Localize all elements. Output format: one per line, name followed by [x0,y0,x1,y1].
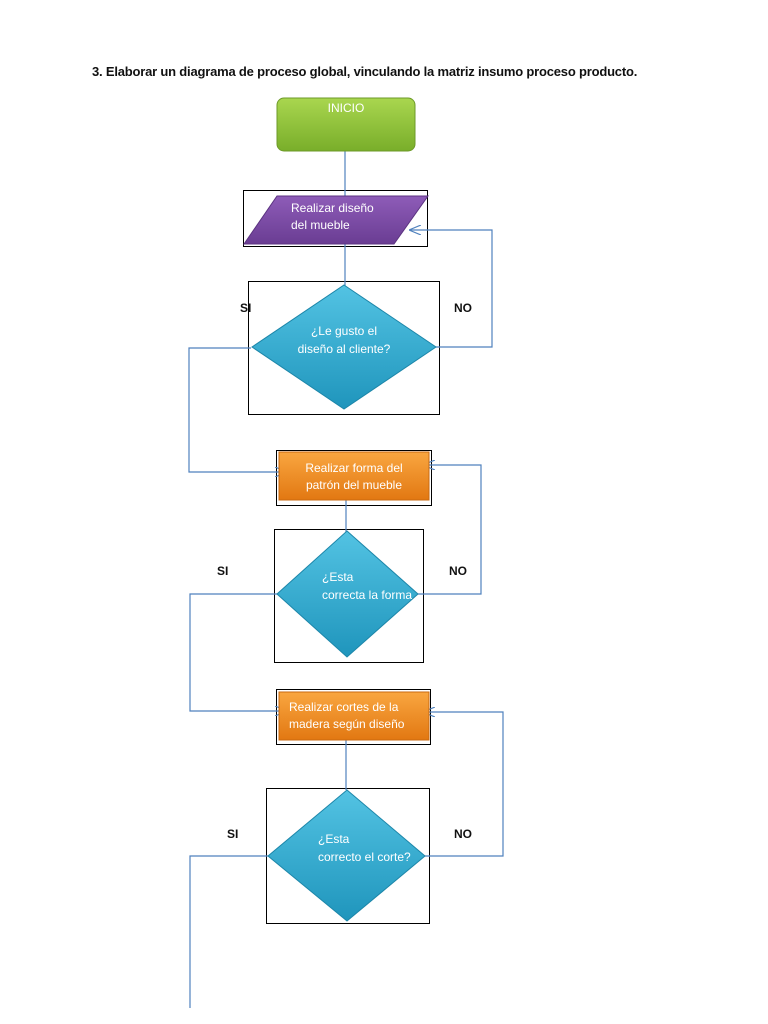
cut-node: Realizar cortes de la madera según diseñ… [278,691,430,741]
pattern-label-line-1: Realizar forma del [305,461,402,475]
design-label-line-1: Realizar diseño [291,201,374,215]
start-label: INICIO [328,101,365,115]
design-label-line-2: del mueble [291,218,350,232]
decision-3-label-line-1: ¿Esta [318,832,350,846]
decision-2-yes-label: SI [217,564,228,578]
decision-1-yes-label: SI [240,301,251,315]
decision-2-no-label: NO [449,564,467,578]
connector-decision-3-no [424,712,504,857]
design-frame [243,190,428,247]
pattern-frame [276,450,432,506]
design-node: Realizar diseño del mueble [243,195,429,245]
connector-decision-2-yes [189,593,286,711]
connector-decision-1-yes [188,347,286,472]
cut-label-line-2: madera según diseño [289,717,405,731]
cut-frame [276,689,431,745]
decision-1-node: ¿Le gusto el diseño al cliente? [251,284,437,410]
decision-1-label-line-2: diseño al cliente? [298,342,391,356]
decision-2-label-line-1: ¿Esta [322,570,354,584]
decision-3-yes-label: SI [227,827,238,841]
pattern-label-line-2: patrón del mueble [306,478,402,492]
decision-2-label-line-2: correcta la forma [322,588,412,602]
cut-label-line-1: Realizar cortes de la [289,700,399,714]
decision-2-frame [274,529,424,663]
decision-1-no-label: NO [454,301,472,315]
decision-3-no-label: NO [454,827,472,841]
decision-3-label-line-2: correcto el corte? [318,850,411,864]
connector-decision-2-no [418,465,482,595]
connector-decision-3-yes [189,855,268,1008]
decision-3-node: ¿Esta correcto el corte? [267,789,426,922]
pattern-node: Realizar forma del patrón del mueble [278,451,430,501]
connector-decision-1-no [410,230,493,348]
page-title: 3. Elaborar un diagrama de proceso globa… [92,64,638,79]
start-node: INICIO [276,97,416,152]
decision-2-node: ¿Esta correcta la forma [276,530,419,658]
decision-1-label-line-1: ¿Le gusto el [311,324,377,338]
